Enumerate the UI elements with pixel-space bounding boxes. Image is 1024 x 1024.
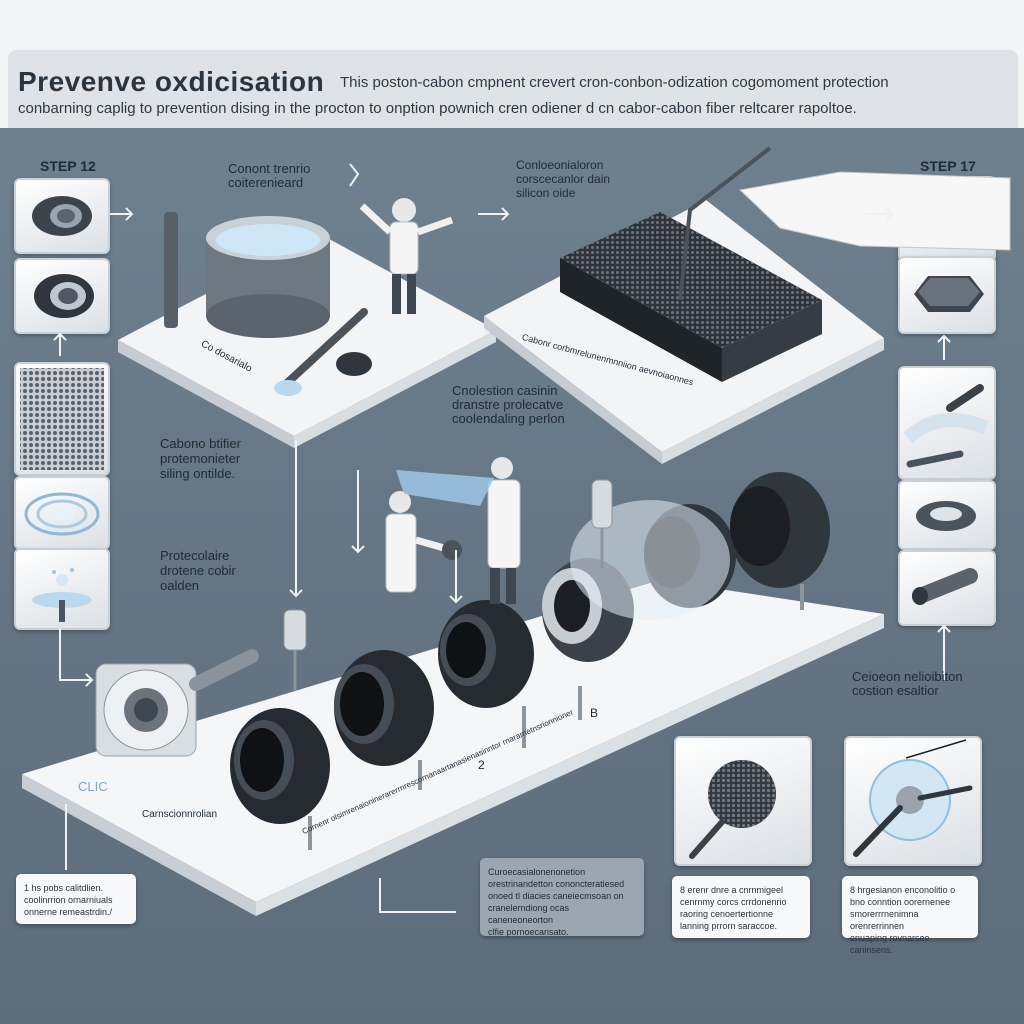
thumb-tool-ribbon [898, 366, 996, 480]
carbon-ring-1 [230, 708, 330, 824]
header-band [8, 50, 1018, 128]
carbon-ring-2 [334, 650, 434, 766]
conveyor-platform [22, 580, 884, 902]
flow-arrows [53, 163, 951, 913]
marker-2: 2 [478, 758, 485, 772]
thumb-washer [898, 480, 996, 550]
station1-top-label: Conont trenrio coiterenieard [228, 161, 311, 190]
note-4: 8 hrgesianon enconolitio o bno conntion … [842, 876, 978, 955]
thumb-hex-plate [898, 256, 996, 334]
thumb-carbon-texture [14, 362, 110, 476]
technician-3 [487, 457, 521, 604]
carbon-fiber-label: Cabono btifier protemonieter siling onti… [160, 436, 241, 481]
thumb-rings-glow [14, 476, 110, 550]
motor-housing [95, 649, 259, 757]
note-2: Curoecasialonenonetion orestrinandetton … [480, 858, 644, 937]
spray-nozzle-1 [283, 609, 307, 690]
thumb-ring-top [14, 178, 110, 254]
thermometer-rod [164, 212, 178, 328]
station2-top-label: Conloeonialoron corscecanlor dain silico… [516, 158, 611, 200]
gloved-hand [738, 171, 1011, 251]
probe-tool [678, 146, 772, 301]
thumb-ring-2 [14, 258, 110, 334]
technician-2 [385, 491, 462, 593]
conveyor-tag: CLIC [78, 779, 108, 794]
carbon-ring-3 [438, 600, 534, 708]
thumb-splash [14, 548, 110, 630]
collection-label: Ceioeon nelioibiton costion esaltior [852, 669, 963, 698]
intro-line-2: conbarning caplig to prevention dising i… [18, 100, 857, 117]
thumb-carbon-sphere [674, 736, 812, 866]
ladle [282, 308, 368, 388]
spray-cloud [570, 500, 730, 620]
blue-tray [396, 470, 494, 506]
spray-nozzle-2 [591, 479, 613, 568]
note-1: 1 hs pobs calitdlien. coolinrrion ornarn… [16, 874, 136, 924]
small-ring [336, 352, 372, 376]
oxidation-label: Cnolestion casinin dranstre prolecatve c… [452, 383, 565, 426]
note-3: 8 erenr dnre a cnrnmigeel cenrnmy corcs … [672, 876, 810, 938]
intro-line-1: This poston-cabon cmpnent crevert cron-c… [340, 74, 889, 91]
technician-1 [359, 198, 454, 314]
step-right-label: STEP 17 [920, 158, 976, 174]
page-title: Prevenve oxdicisation [18, 66, 325, 97]
thumb-coated-sphere [844, 736, 982, 866]
station1-platform [118, 234, 496, 436]
step-left-label: STEP 12 [40, 158, 96, 174]
protective-coat-label: Protecolaire drotene cobir oalden [160, 548, 236, 593]
thumb-pipe [898, 550, 996, 626]
marker-b: B [590, 706, 599, 720]
conveyor-caption: Carnscionnrolian [142, 809, 218, 820]
carbon-ring-6 [730, 472, 830, 588]
